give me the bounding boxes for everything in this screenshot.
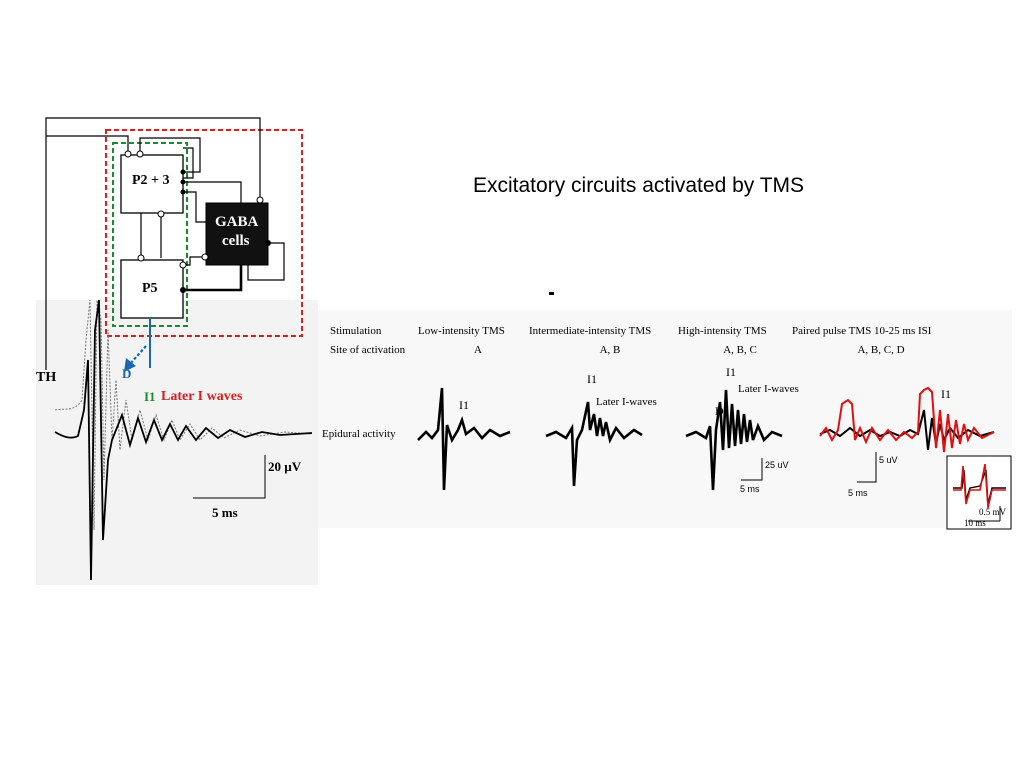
paired-scale-time: 5 ms — [848, 488, 868, 498]
p5-box — [120, 259, 184, 319]
col-low-site: A — [474, 344, 482, 356]
col-paired-stimulation: Paired pulse TMS 10-25 ms ISI — [792, 325, 932, 337]
d-arrowhead — [124, 358, 136, 372]
d-wave-label: D — [122, 366, 132, 381]
left-scale-amp: 20 µV — [268, 459, 302, 474]
trace-paired-red — [819, 386, 995, 453]
left-trace-solid — [54, 299, 313, 581]
gaba-label-line2: cells — [222, 233, 250, 249]
table-panel-bg — [318, 310, 1012, 528]
th-branch-line — [46, 135, 129, 153]
high-scale-amp: 25 uV — [765, 460, 789, 470]
high-d-label: D — [715, 404, 724, 418]
th-label: TH — [36, 370, 57, 385]
left-trace-dotted — [54, 299, 313, 531]
p23-box — [120, 154, 184, 214]
row-label-epidural: Epidural activity — [322, 428, 396, 440]
d-arrow — [129, 345, 147, 365]
col-intermediate-site: A, B — [599, 344, 621, 356]
left-scale-bar — [193, 455, 266, 499]
inset-scale-time: 10 ms — [964, 518, 986, 528]
high-later-label: Later I-waves — [738, 383, 799, 395]
outer-dashed-box — [105, 129, 303, 337]
p5-label: P5 — [142, 281, 158, 296]
inset-scale-amp: 0.5 mV — [979, 507, 1006, 517]
intermediate-later-label: Later I-waves — [596, 396, 657, 408]
trace-low — [417, 387, 511, 491]
col-low-stimulation: Low-intensity TMS — [418, 325, 505, 337]
paired-i1-label: I1 — [941, 387, 951, 401]
later-i-waves-label: Later I waves — [161, 389, 243, 404]
gaba-label-line1: GABA — [215, 214, 259, 230]
high-i1-label: I1 — [726, 365, 736, 379]
col-high-stimulation: High-intensity TMS — [678, 325, 767, 337]
gaba-box — [205, 202, 269, 266]
p23-label: P2 + 3 — [132, 173, 170, 188]
trace-intermediate — [545, 401, 643, 487]
row-label-stimulation: Stimulation — [330, 325, 382, 337]
low-i1-label: I1 — [459, 398, 469, 412]
col-high-site: A, B, C — [723, 344, 757, 356]
i1-wave-label: I1 — [144, 389, 156, 404]
intermediate-i1-label: I1 — [587, 372, 597, 386]
col-paired-site: A, B, C, D — [857, 344, 905, 356]
high-scale-time: 5 ms — [740, 484, 760, 494]
left-scale-time: 5 ms — [212, 505, 238, 520]
circuit-panel-bg — [36, 300, 318, 585]
page-title: Excitatory circuits activated by TMS — [473, 174, 805, 197]
paired-scale-amp: 5 uV — [879, 455, 898, 465]
th-fiber-line — [45, 117, 261, 370]
trace-high — [685, 389, 783, 491]
col-intermediate-stimulation: Intermediate-intensity TMS — [529, 325, 652, 337]
inset-trace-red — [953, 463, 1006, 509]
row-label-site: Site of activation — [330, 344, 406, 356]
inner-dashed-box — [112, 142, 188, 327]
